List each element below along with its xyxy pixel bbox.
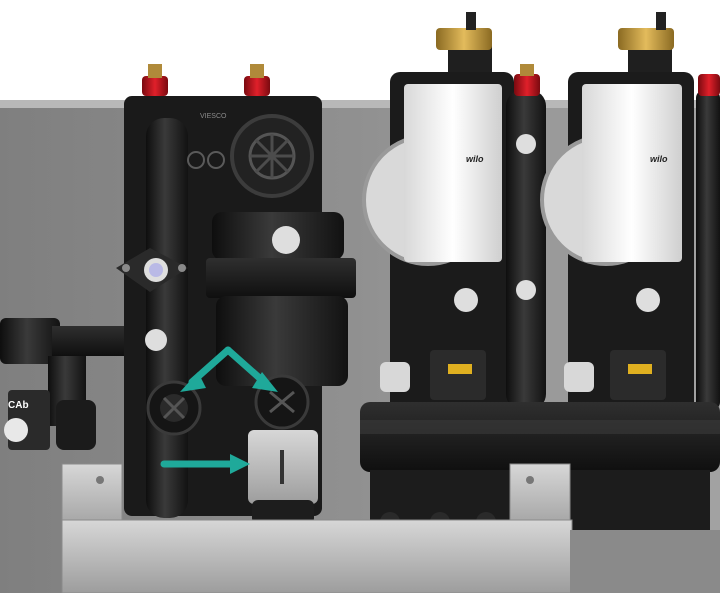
lower-right-panel [570,530,720,593]
side-label: CAb [8,400,29,411]
arrow-left-head [180,372,206,392]
riser-middle [506,64,546,410]
red-caps-left [142,64,270,96]
indicator-arrows [160,346,278,474]
center-valve-assembly [206,114,356,524]
pump-brand-right: wilo [650,154,668,164]
arrow-right-head [252,372,278,392]
pump-brand-left: wilo [466,154,484,164]
manifold-mark: VIESCO [200,113,227,120]
pump-right: wilo [540,12,720,412]
arrow-horizontal-head [230,454,250,474]
steel-bracket [61,463,573,594]
pump-left: wilo [362,12,514,412]
left-fittings: CAb [0,318,142,450]
arrow-right-diagonal [224,346,268,386]
